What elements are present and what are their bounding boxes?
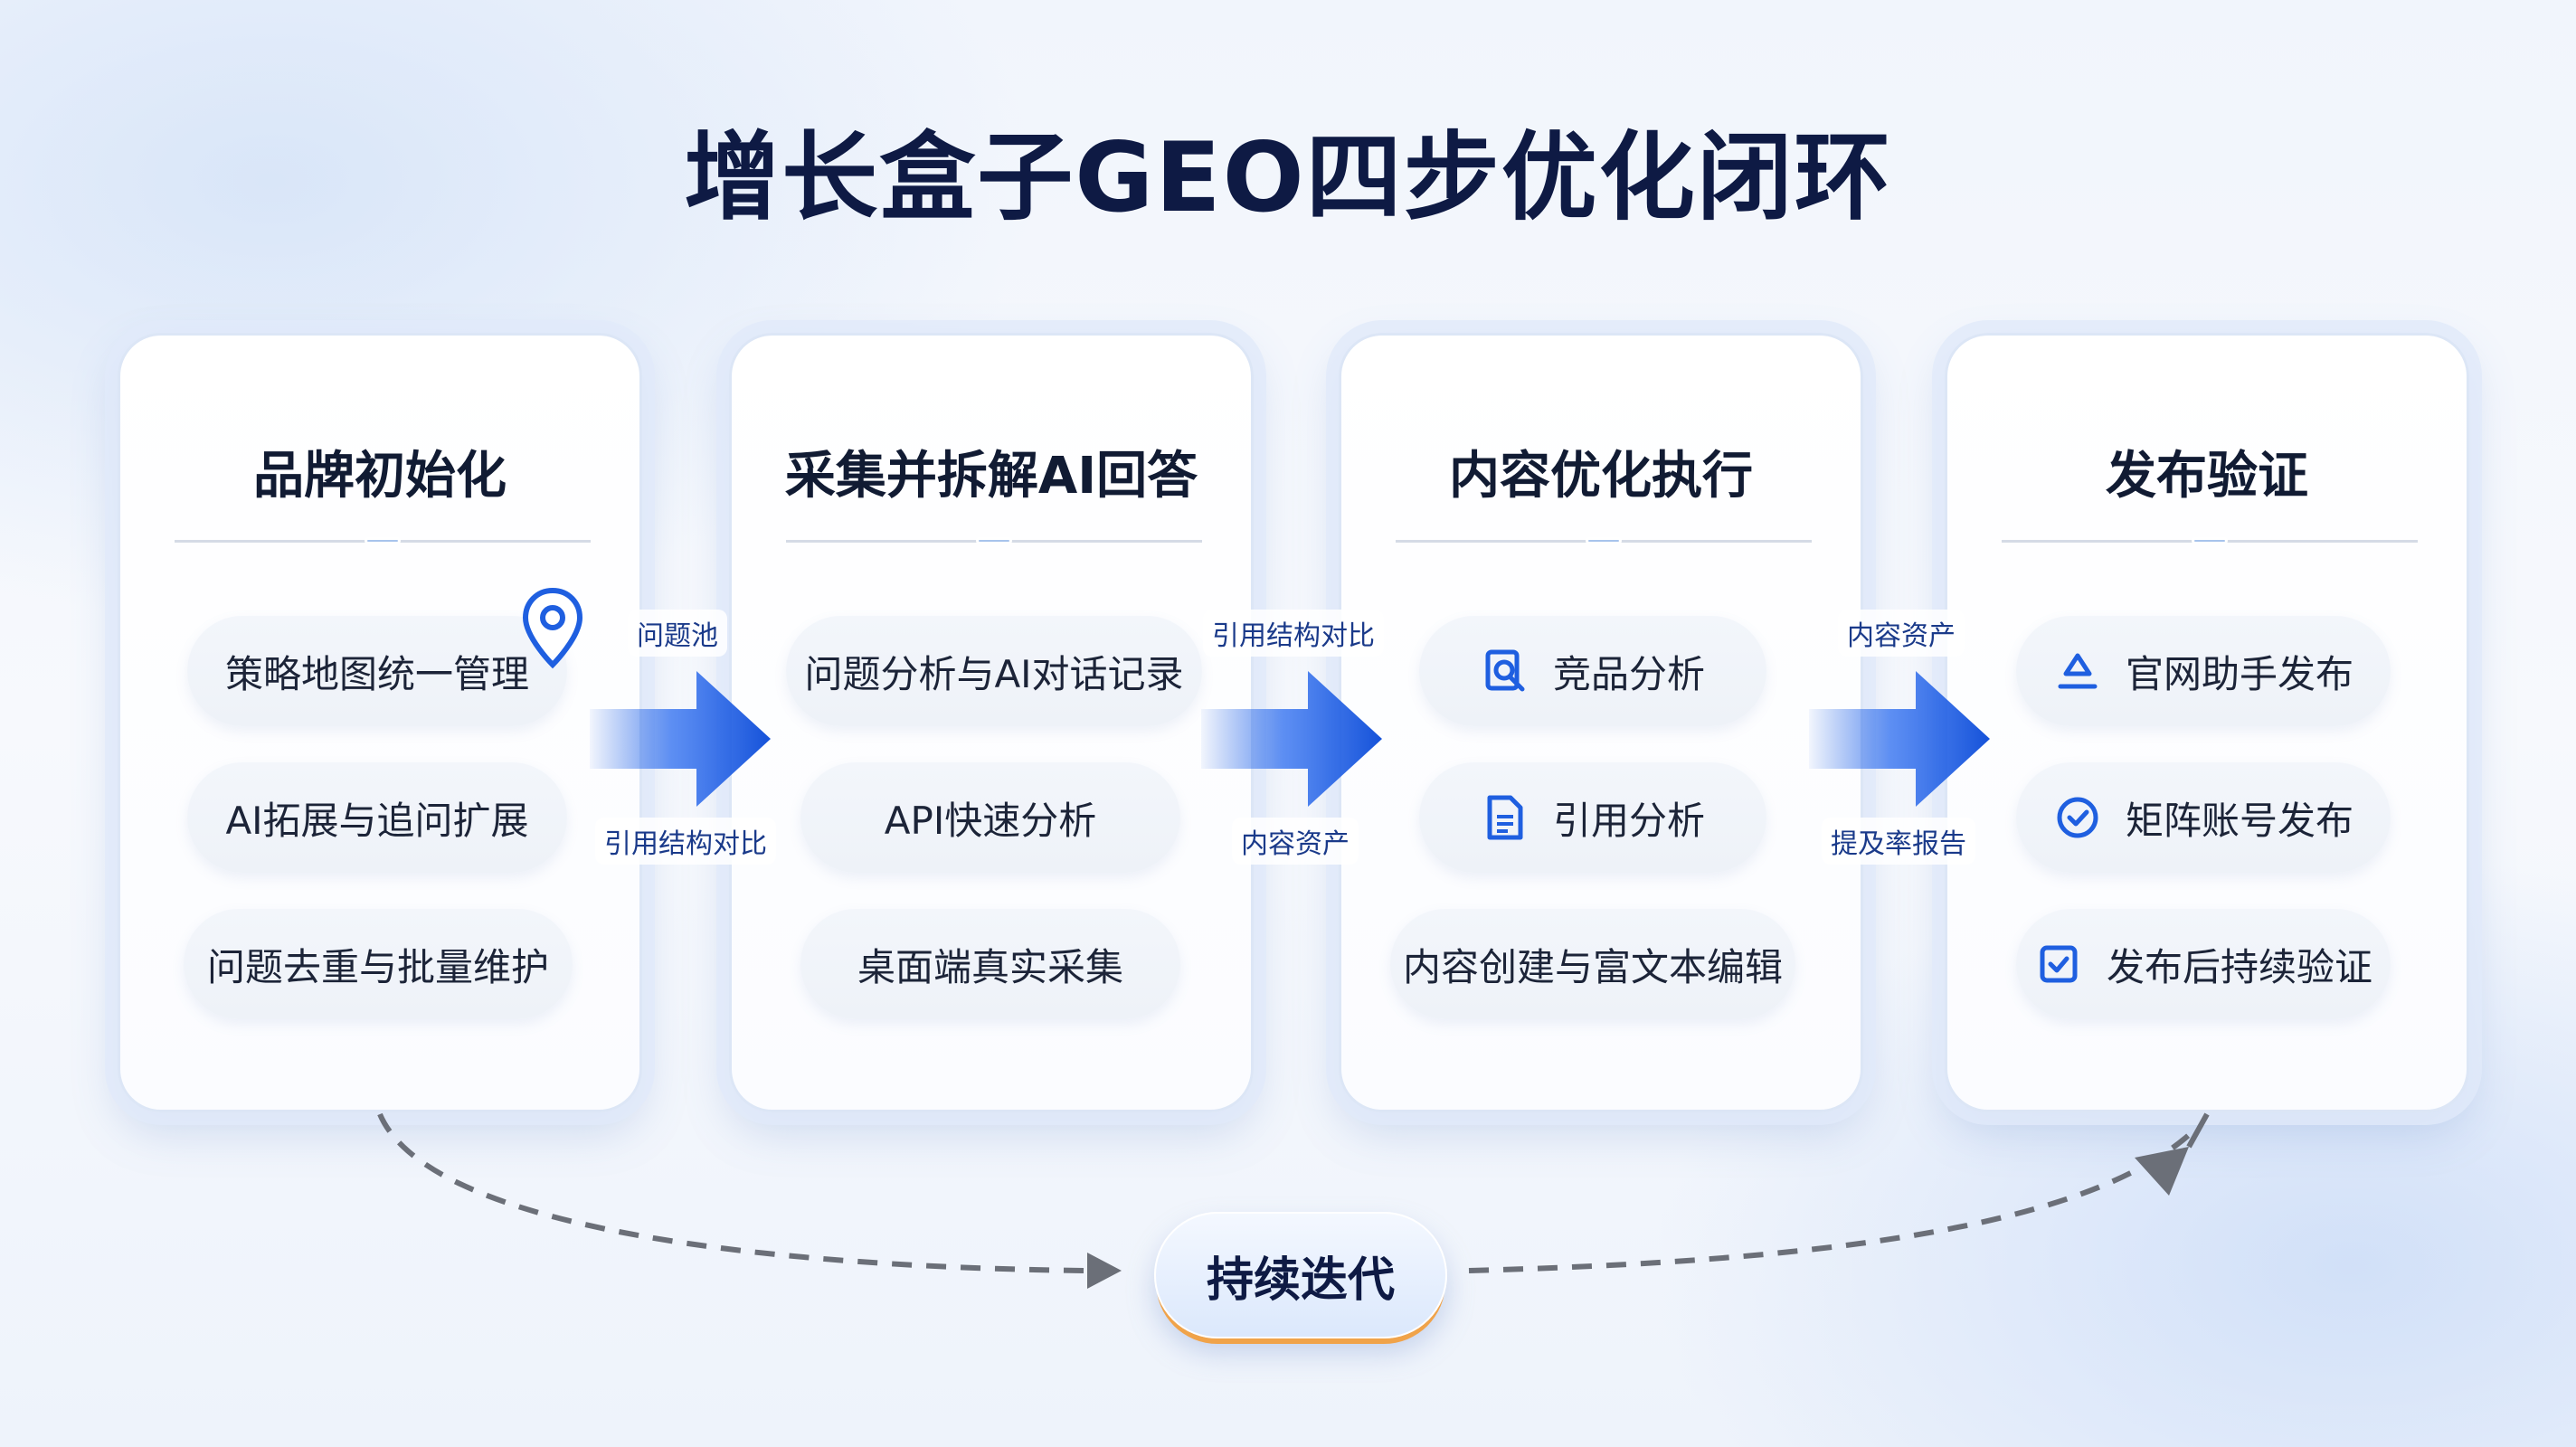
step-title: 内容优化执行 bbox=[1449, 447, 1753, 506]
step-title: 采集并拆解AI回答 bbox=[784, 447, 1198, 506]
step-item[interactable]: 竞品分析 bbox=[1419, 616, 1766, 726]
publish-icon bbox=[2053, 647, 2102, 695]
step-item-label: API快速分析 bbox=[884, 798, 1097, 843]
step-item-label: 竞品分析 bbox=[1552, 651, 1705, 696]
connector-bottom-label: 提及率报告 bbox=[1822, 818, 1975, 865]
page-title: 增长盒子GEO四步优化闭环 bbox=[684, 122, 1892, 233]
step-item-label: 内容创建与富文本编辑 bbox=[1402, 944, 1783, 989]
step-item-label: 桌面端真实采集 bbox=[857, 944, 1123, 989]
step-item[interactable]: AI拓展与追问扩展 bbox=[187, 762, 567, 873]
step-item-label: AI拓展与追问扩展 bbox=[225, 798, 529, 843]
step-item[interactable]: 问题去重与批量维护 bbox=[184, 909, 573, 1019]
continuous-iteration-button[interactable]: 持续迭代 bbox=[1154, 1212, 1447, 1338]
step-item[interactable]: 引用分析 bbox=[1419, 762, 1766, 873]
step-title: 发布验证 bbox=[2106, 447, 2308, 506]
step-item-label: 问题分析与AI对话记录 bbox=[804, 651, 1184, 696]
connector-arrow-2 bbox=[1201, 671, 1382, 807]
step-card-brand-init: 品牌初始化 策略地图统一管理 AI拓展与追问扩展 问题去重与批量维护 bbox=[118, 333, 642, 1112]
step-item[interactable]: 发布后持续验证 bbox=[2016, 909, 2391, 1019]
connector-arrow-3 bbox=[1809, 671, 1990, 807]
document-icon bbox=[1481, 793, 1530, 842]
step-item-label: 引用分析 bbox=[1552, 798, 1705, 843]
step-item[interactable]: 桌面端真实采集 bbox=[800, 909, 1180, 1019]
search-document-icon bbox=[1481, 647, 1530, 695]
step-item-label: 矩阵账号发布 bbox=[2125, 798, 2353, 843]
step-item-label: 问题去重与批量维护 bbox=[206, 944, 549, 989]
step-item-label: 官网助手发布 bbox=[2125, 651, 2353, 696]
step-card-publish-verify: 发布验证 官网助手发布 矩阵账号发布 发布后持续验证 bbox=[1945, 333, 2469, 1112]
connector-arrow-1 bbox=[590, 671, 771, 807]
connector-top-label: 内容资产 bbox=[1838, 610, 1965, 657]
step-item-label: 策略地图统一管理 bbox=[224, 651, 529, 696]
step-item[interactable]: 问题分析与AI对话记录 bbox=[786, 616, 1202, 726]
step-title: 品牌初始化 bbox=[253, 447, 507, 506]
location-pin-icon bbox=[520, 585, 585, 672]
step-item-label: 发布后持续验证 bbox=[2106, 944, 2372, 989]
step-item[interactable]: 官网助手发布 bbox=[2016, 616, 2391, 726]
divider-mark bbox=[2192, 537, 2228, 544]
connector-bottom-label: 引用结构对比 bbox=[595, 818, 776, 865]
connector-bottom-label: 内容资产 bbox=[1232, 818, 1359, 865]
connector-top-label: 引用结构对比 bbox=[1203, 610, 1384, 657]
verified-badge-icon bbox=[2053, 793, 2102, 842]
step-item[interactable]: 策略地图统一管理 bbox=[187, 616, 567, 726]
step-item[interactable]: 内容创建与富文本编辑 bbox=[1390, 909, 1795, 1019]
step-card-content-optimize: 内容优化执行 竞品分析 引用分析 内容创建与富文本编辑 bbox=[1339, 333, 1863, 1112]
connector-top-label: 问题池 bbox=[628, 610, 727, 657]
step-item[interactable]: API快速分析 bbox=[800, 762, 1180, 873]
checklist-icon bbox=[2034, 940, 2083, 988]
divider-mark bbox=[365, 537, 401, 544]
step-item[interactable]: 矩阵账号发布 bbox=[2016, 762, 2391, 873]
divider-mark bbox=[1586, 537, 1622, 544]
divider-mark bbox=[976, 537, 1012, 544]
